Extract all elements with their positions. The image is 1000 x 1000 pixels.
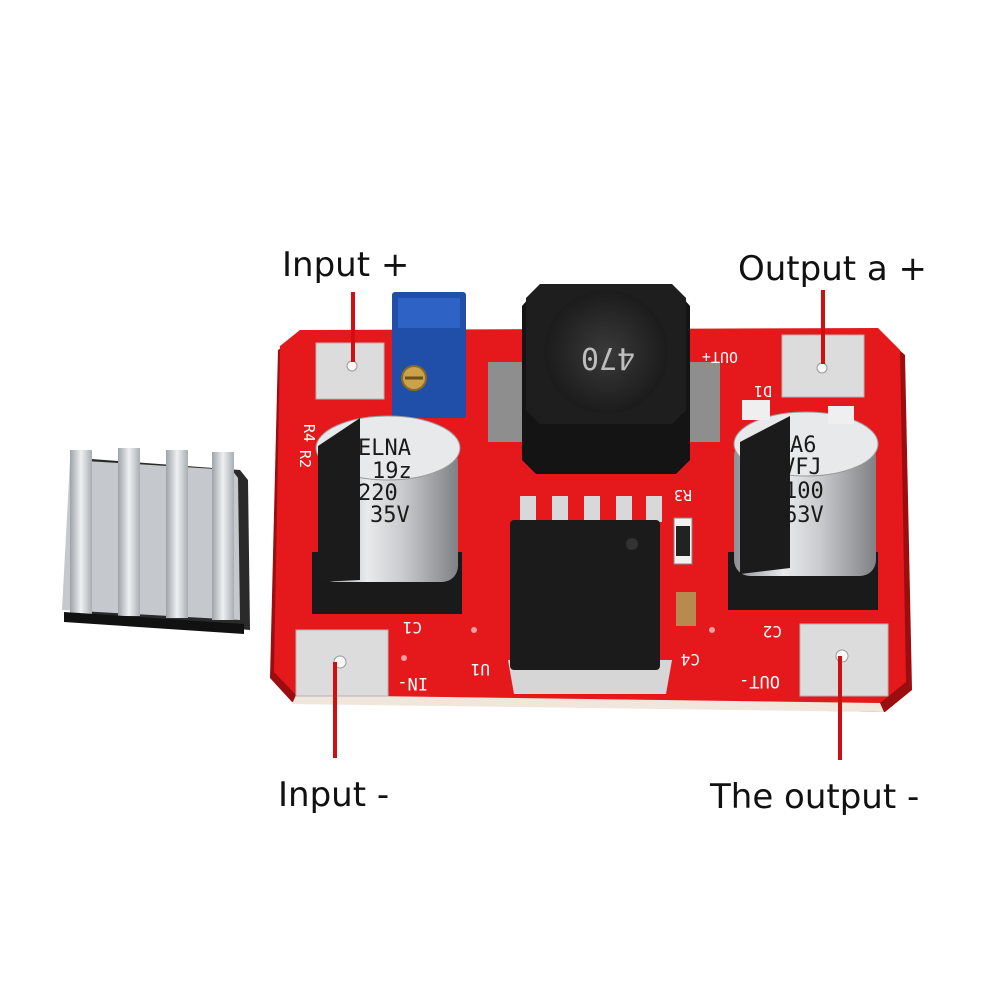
- label-input-positive: Input +: [282, 245, 410, 285]
- silk-r4: R4: [300, 424, 318, 442]
- regulator-ic: [508, 496, 672, 694]
- capacitor-c2: A6 VFJ 100 63V: [728, 411, 879, 610]
- pad-output-negative: [799, 623, 889, 697]
- cap-in-line-1: ELNA: [358, 436, 411, 461]
- smd-parts: [401, 400, 854, 661]
- cap-out-line-3: 100: [784, 479, 824, 504]
- capacitor-c1: ELNA 19z 220 35V: [312, 415, 462, 614]
- silk-r3: R3: [674, 486, 692, 504]
- callout-line-input-negative: [333, 662, 337, 758]
- silk-in-minus: IN-: [397, 673, 428, 693]
- inductor-marking: 470: [581, 340, 635, 375]
- label-output-negative: The output -: [710, 777, 920, 817]
- silk-u1: U1: [471, 660, 490, 679]
- inductor: 470: [488, 284, 720, 474]
- silk-c2: C2: [763, 622, 782, 641]
- cap-out-line-1: A6: [790, 433, 817, 458]
- cap-out-line-4: 63V: [784, 503, 824, 528]
- silk-c4: C4: [681, 650, 700, 669]
- cap-in-line-2: 19z: [372, 459, 412, 484]
- silk-r2: R2: [296, 450, 314, 468]
- silk-d1: D1: [754, 382, 772, 400]
- trimmer-potentiometer: [392, 292, 466, 418]
- silk-out-plus: OUT+: [702, 348, 738, 366]
- callout-line-input-positive: [351, 292, 355, 362]
- callout-line-output-negative: [838, 656, 842, 760]
- silk-c1: C1: [403, 618, 422, 637]
- cap-out-line-2: VFJ: [782, 455, 822, 480]
- silk-out-minus: OUT-: [739, 671, 780, 691]
- cap-in-line-4: 35V: [370, 503, 410, 528]
- callout-line-output-positive: [821, 290, 825, 364]
- label-input-negative: Input -: [278, 775, 390, 815]
- heatsink: [62, 448, 250, 634]
- label-output-positive: Output a +: [738, 249, 928, 289]
- silkscreen-labels: OUT+ D1 R3 R4 R2 C1 C2 C4 U1 IN- OUT-: [296, 348, 782, 693]
- cap-in-line-3: 220: [358, 481, 398, 506]
